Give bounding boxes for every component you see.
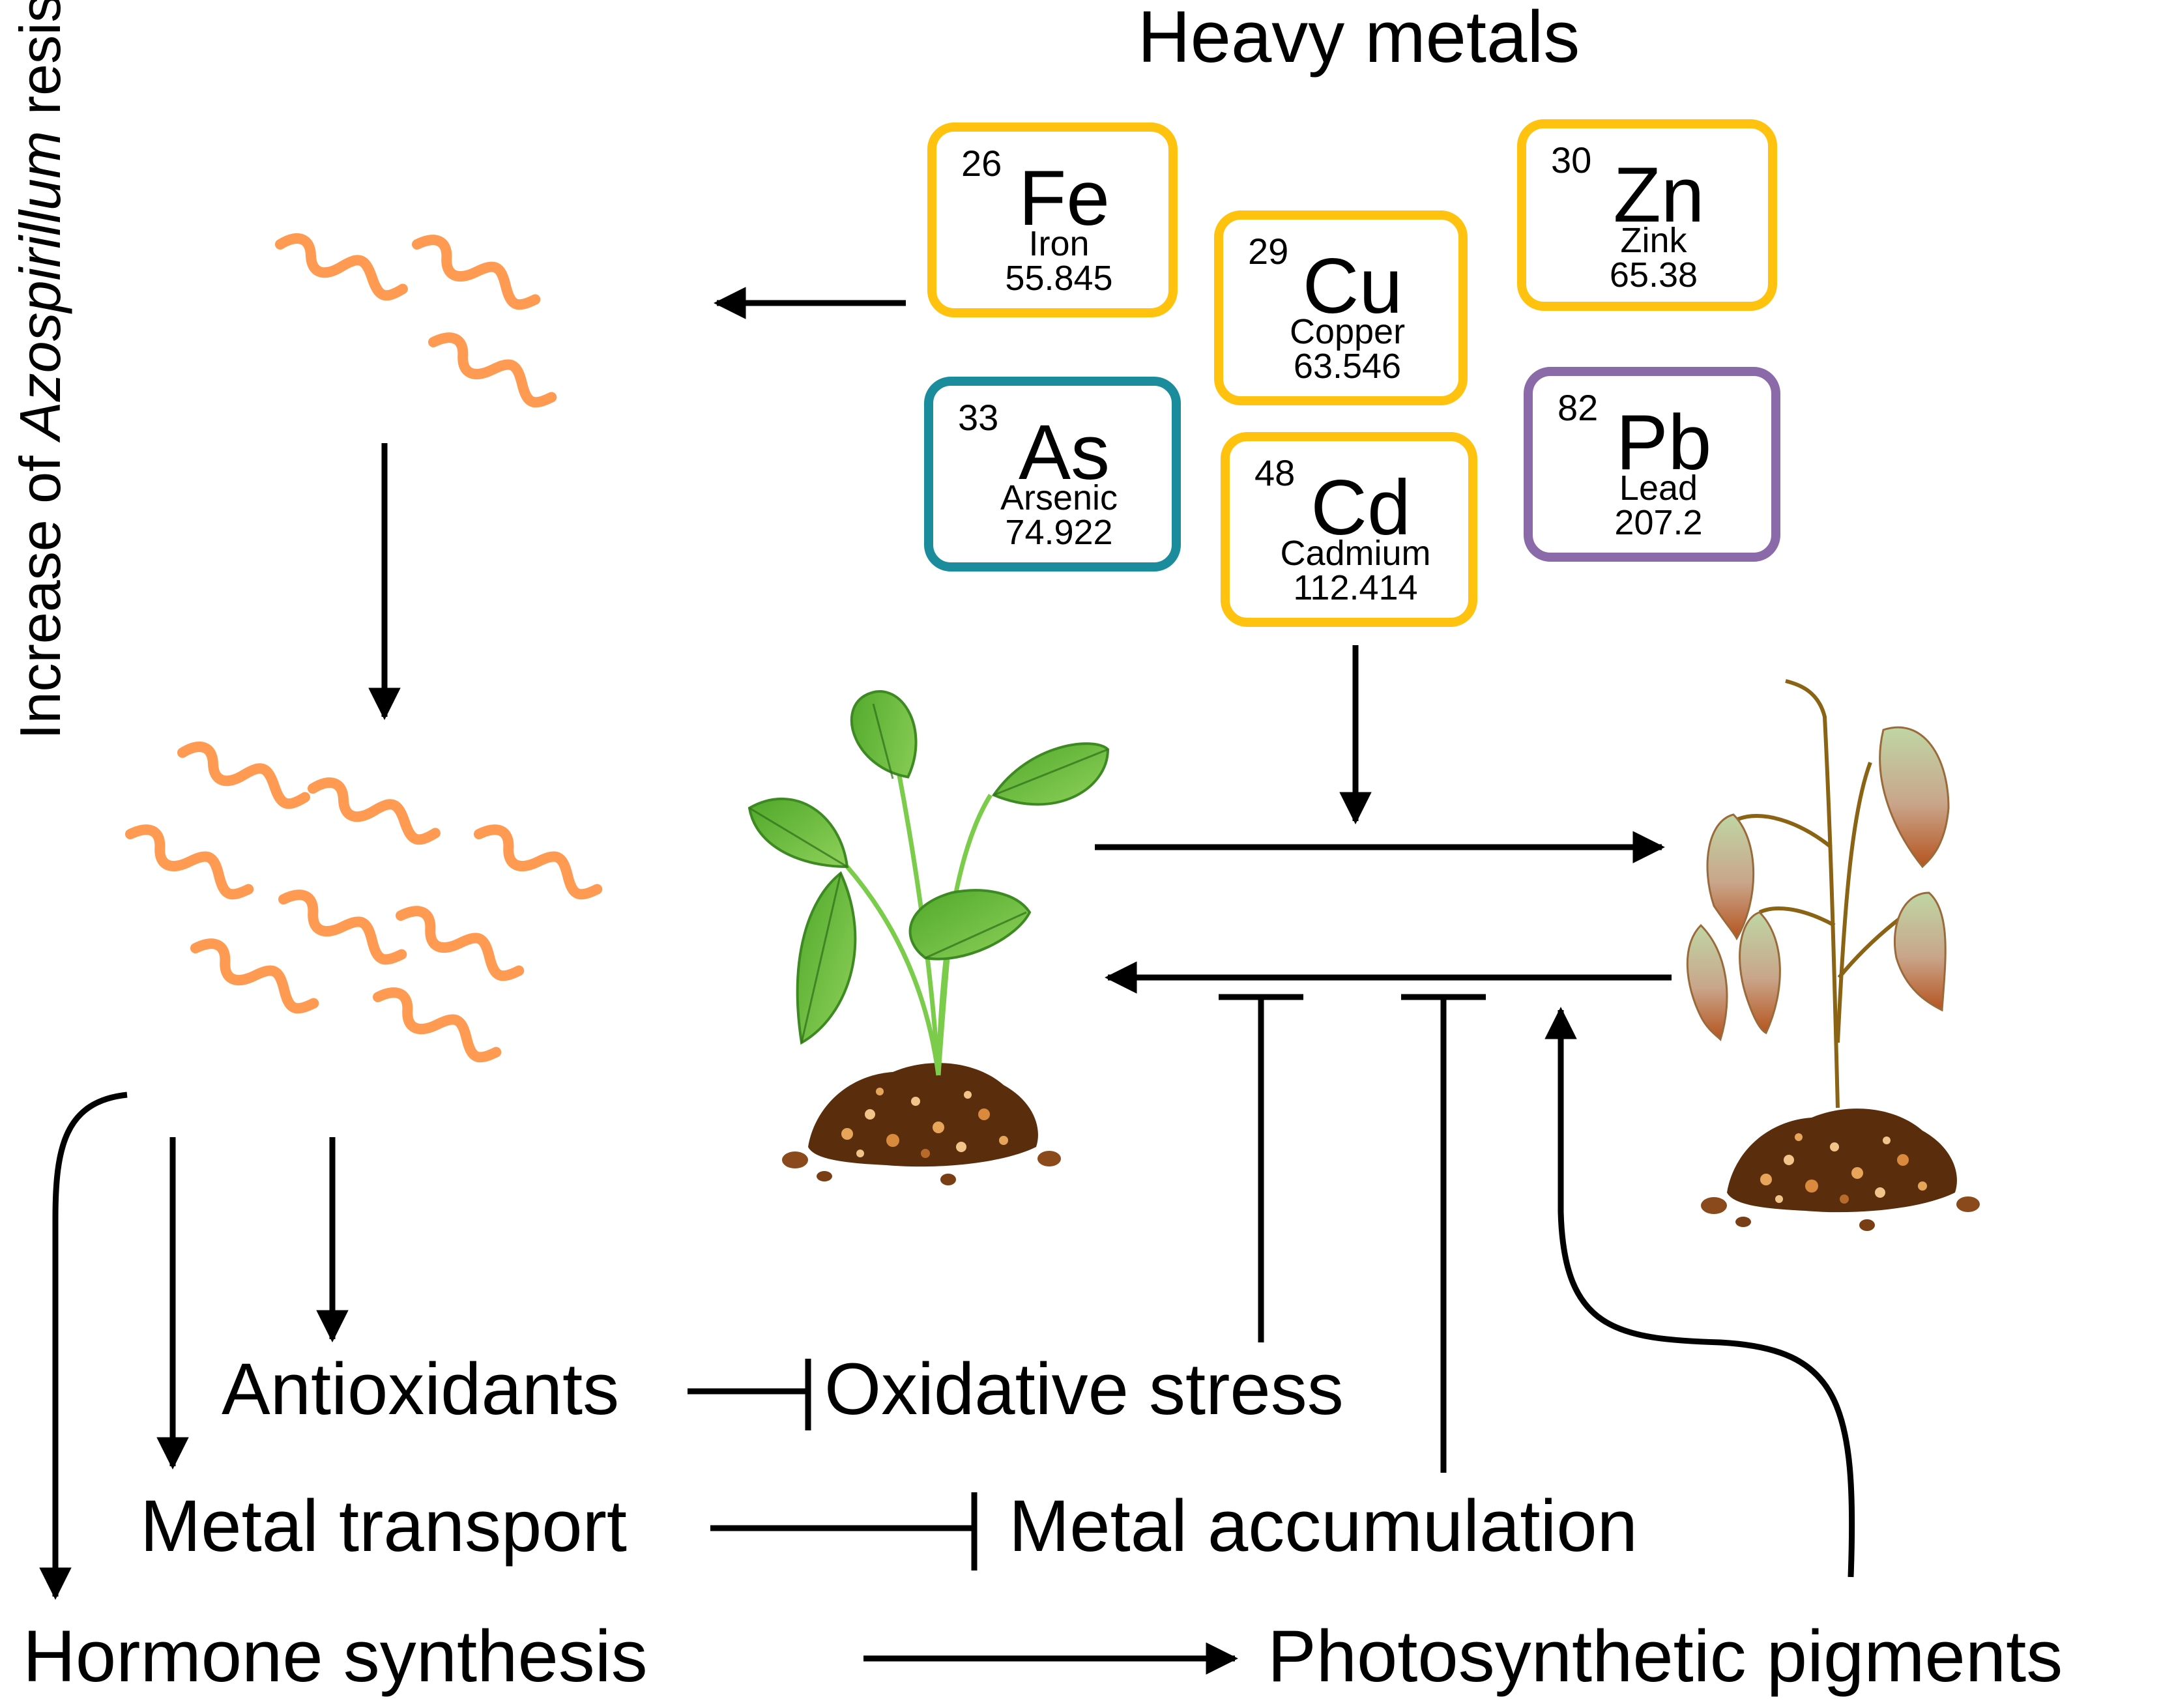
atomic-number: 30	[1551, 139, 1591, 181]
bacterium	[428, 332, 557, 408]
atomic-mass: 55.845	[1005, 259, 1112, 298]
element-symbol: Zn	[1613, 151, 1704, 239]
atomic-mass: 112.414	[1293, 568, 1417, 607]
atomic-number: 48	[1254, 452, 1295, 493]
healthy-plant-soil	[782, 1063, 1061, 1185]
label-metal-accumulation: Metal accumulation	[1009, 1485, 1638, 1567]
tile-border	[1214, 210, 1468, 405]
element-symbol: As	[1019, 409, 1110, 496]
label-oxidative-stress: Oxidative stress	[824, 1348, 1344, 1430]
element-name: Arsenic	[1000, 478, 1118, 517]
wilted-plant-illustration	[1686, 679, 1980, 1231]
arrow-to-hormone-synthesis	[39, 1092, 128, 1600]
diagram-title: Heavy metals	[1138, 0, 1580, 78]
element-symbol: Fe	[1019, 154, 1110, 242]
element-name: Cadmium	[1280, 534, 1430, 573]
label-antioxidants: Antioxidants	[222, 1348, 619, 1430]
element-symbol: Cd	[1311, 464, 1410, 551]
label-metal-transport: Metal transport	[140, 1485, 627, 1567]
bacterium	[373, 987, 502, 1063]
atomic-mass: 74.922	[1005, 513, 1112, 552]
side-label: Increase of Azospirillum resistance	[8, 0, 72, 740]
tile-border	[1221, 432, 1477, 627]
atomic-number: 33	[958, 397, 998, 438]
wilted-plant-soil	[1701, 1108, 1980, 1231]
atomic-mass: 63.546	[1294, 347, 1401, 386]
element-name: Zink	[1620, 221, 1687, 260]
connector-lines	[39, 287, 1855, 1675]
bacterium	[474, 824, 603, 900]
bacterium	[275, 233, 408, 301]
arrow-pigments-to-recovery	[1544, 1007, 1855, 1578]
bacterium	[190, 938, 319, 1014]
element-symbol: Pb	[1616, 399, 1712, 486]
tile-border	[927, 123, 1178, 317]
bacterium	[125, 824, 254, 900]
side-label-italic: Azospirillum	[8, 131, 72, 443]
element-name: Lead	[1619, 469, 1698, 508]
element-name: Copper	[1290, 312, 1405, 351]
element-symbol: Cu	[1303, 242, 1402, 330]
label-photosynthetic-pigments: Photosynthetic pigments	[1268, 1615, 2063, 1697]
effect-labels: Antioxidants Oxidative stress Metal tran…	[23, 1348, 2063, 1697]
atomic-mass: 65.38	[1610, 255, 1698, 295]
tile-border	[1524, 367, 1780, 562]
atomic-number: 82	[1558, 387, 1598, 428]
tile-border	[1517, 119, 1777, 311]
label-hormone-synthesis: Hormone synthesis	[23, 1615, 648, 1697]
healthy-plant-illustration	[747, 690, 1110, 1185]
bacterium	[396, 906, 525, 981]
bacterium	[278, 890, 407, 965]
bacteria-group	[125, 233, 603, 1063]
tile-border	[924, 377, 1181, 572]
bacterium	[412, 235, 541, 310]
atomic-number: 26	[961, 143, 1002, 184]
side-label-prefix: Increase of	[8, 440, 72, 740]
element-name: Iron	[1028, 224, 1089, 263]
side-label-suffix: resistance	[8, 0, 72, 131]
wilted-plant-leaves	[1686, 726, 1950, 1041]
atomic-mass: 207.2	[1614, 503, 1702, 542]
atomic-number: 29	[1248, 231, 1288, 272]
bacterium	[308, 777, 441, 845]
bacterium	[177, 742, 310, 809]
